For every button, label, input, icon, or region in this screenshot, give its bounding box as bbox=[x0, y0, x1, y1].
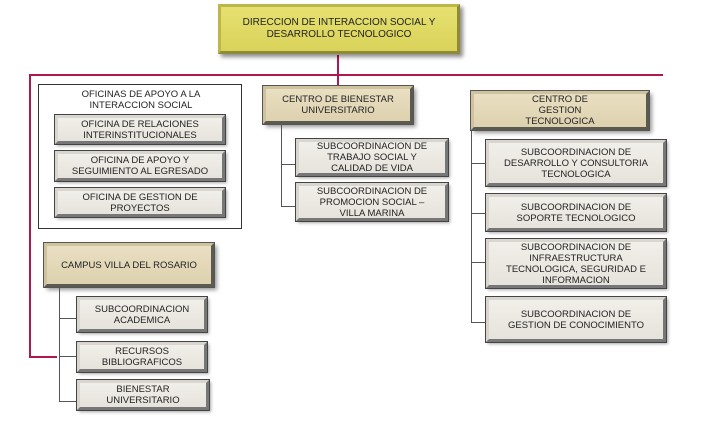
campus-trunk bbox=[59, 287, 60, 402]
bienestar-tick bbox=[281, 206, 296, 207]
bienestar-item-label: SUBCOORDINACION DE TRABAJO SOCIAL Y CALI… bbox=[316, 141, 428, 174]
left-branch-line bbox=[29, 74, 31, 358]
campus-label: CAMPUS VILLA DEL ROSARIO bbox=[61, 259, 197, 271]
root-label: DIRECCION DE INTERACCION SOCIAL Y DESARR… bbox=[242, 17, 436, 40]
bienestar-node[interactable]: CENTRO DE BIENESTAR UNIVERSITARIO bbox=[262, 85, 414, 125]
gestion-tick bbox=[471, 262, 486, 263]
oficina-label: OFICINA DE APOYO Y SEGUIMIENTO AL EGRESA… bbox=[71, 155, 209, 177]
campus-bienestar[interactable]: BIENESTAR UNIVERSITARIO bbox=[76, 379, 210, 411]
campus-tick bbox=[59, 356, 77, 357]
bienestar-trabajo-social[interactable]: SUBCOORDINACION DE TRABAJO SOCIAL Y CALI… bbox=[295, 138, 449, 177]
oficina-egresado[interactable]: OFICINA DE APOYO Y SEGUIMIENTO AL EGRESA… bbox=[54, 150, 226, 182]
campus-tick bbox=[59, 318, 77, 319]
bienestar-tick bbox=[281, 164, 296, 165]
campus-node[interactable]: CAMPUS VILLA DEL ROSARIO bbox=[43, 242, 215, 288]
oficina-label: OFICINA DE GESTION DE PROYECTOS bbox=[82, 191, 198, 214]
gestion-tick bbox=[471, 322, 486, 323]
campus-tick bbox=[59, 401, 77, 402]
root-node[interactable]: DIRECCION DE INTERACCION SOCIAL Y DESARR… bbox=[218, 4, 460, 54]
bienestar-promocion-social[interactable]: SUBCOORDINACION DE PROMOCION SOCIAL – VI… bbox=[295, 182, 449, 222]
gestion-tick bbox=[471, 213, 486, 214]
gestion-trunk bbox=[471, 130, 472, 323]
center-branch-line bbox=[337, 74, 339, 86]
gestion-node[interactable]: CENTRO DE GESTION TECNOLOGICA bbox=[470, 90, 650, 131]
gestion-item-label: SUBCOORDINACION DE DESARROLLO Y CONSULTO… bbox=[504, 146, 648, 180]
bienestar-item-label: SUBCOORDINACION DE PROMOCION SOCIAL – VI… bbox=[316, 185, 428, 219]
gestion-infraestructura[interactable]: SUBCOORDINACION DE INFRAESTRUCTURA TECNO… bbox=[485, 238, 667, 289]
oficinas-title: OFICINAS DE APOYO A LA INTERACCION SOCIA… bbox=[81, 89, 201, 111]
campus-item-label: BIENESTAR UNIVERSITARIO bbox=[106, 384, 180, 406]
oficina-proyectos[interactable]: OFICINA DE GESTION DE PROYECTOS bbox=[54, 187, 226, 218]
bienestar-trunk bbox=[281, 124, 282, 206]
campus-academica[interactable]: SUBCOORDINACION ACADEMICA bbox=[76, 296, 208, 333]
gestion-item-label: SUBCOORDINACION DE INFRAESTRUCTURA TECNO… bbox=[506, 241, 646, 286]
left-branch-hook bbox=[29, 356, 57, 358]
campus-item-label: SUBCOORDINACION ACADEMICA bbox=[94, 303, 190, 326]
gestion-soporte[interactable]: SUBCOORDINACION DE SOPORTE TECNOLOGICO bbox=[485, 193, 667, 232]
root-connector bbox=[337, 55, 339, 76]
main-bus-line bbox=[29, 74, 663, 76]
bienestar-label: CENTRO DE BIENESTAR UNIVERSITARIO bbox=[282, 94, 394, 116]
gestion-item-label: SUBCOORDINACION DE GESTION DE CONOCIMIEN… bbox=[507, 308, 644, 331]
gestion-label: CENTRO DE GESTION TECNOLOGICA bbox=[525, 94, 595, 127]
oficina-relaciones[interactable]: OFICINA DE RELACIONES INTERINSTITUCIONAL… bbox=[54, 114, 226, 145]
gestion-tick bbox=[471, 163, 486, 164]
gestion-conocimiento[interactable]: SUBCOORDINACION DE GESTION DE CONOCIMIEN… bbox=[485, 296, 667, 343]
oficina-label: OFICINA DE RELACIONES INTERINSTITUCIONAL… bbox=[81, 118, 199, 141]
gestion-desarrollo[interactable]: SUBCOORDINACION DE DESARROLLO Y CONSULTO… bbox=[485, 139, 667, 187]
campus-item-label: RECURSOS BIBLIOGRAFICOS bbox=[101, 346, 183, 368]
campus-recursos[interactable]: RECURSOS BIBLIOGRAFICOS bbox=[76, 341, 208, 373]
gestion-item-label: SUBCOORDINACION DE SOPORTE TECNOLOGICO bbox=[516, 201, 636, 224]
